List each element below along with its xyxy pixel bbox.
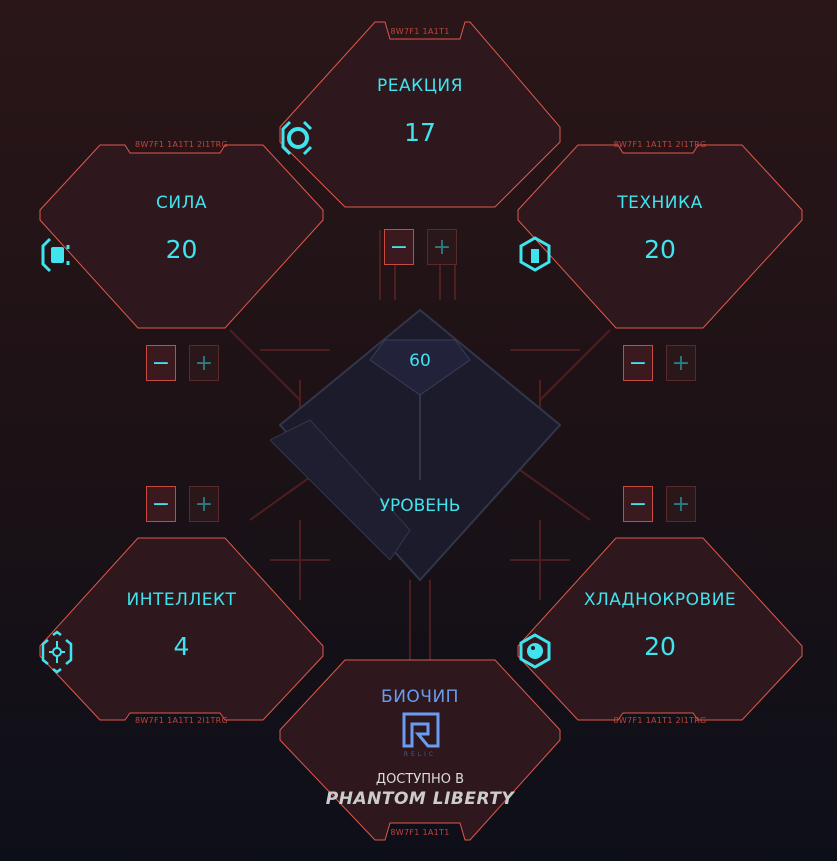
level-value: 60 <box>409 351 431 371</box>
tech-minus-button[interactable]: − <box>623 345 653 381</box>
attribute-value: 4 <box>173 632 190 661</box>
biochip-panel: 8W7F1 1A1T1 БИОЧИП RELIC ДОСТУПНО В PHAN… <box>279 659 561 841</box>
panel-tab-code: 8W7F1 1A1T1 2I1TRG <box>613 140 707 149</box>
attribute-body[interactable]: 8W7F1 1A1T1 2I1TRG СИЛА 20 <box>39 140 324 329</box>
biochip-title: БИОЧИП <box>381 687 459 707</box>
level-label: УРОВЕНЬ <box>379 496 461 516</box>
fist-icon <box>41 237 70 273</box>
relic-logo-text: RELIC <box>403 751 437 758</box>
aperture-icon <box>281 120 313 156</box>
attribute-value: 20 <box>644 632 676 661</box>
attribute-name: СИЛА <box>156 193 207 213</box>
attribute-cool[interactable]: 8W7F1 1A1T1 2I1TRG ХЛАДНОКРОВИЕ 20 <box>517 537 803 725</box>
relic-logo <box>402 712 440 748</box>
circuit-icon <box>41 630 73 674</box>
panel-tab-code: 8W7F1 1A1T1 2I1TRG <box>134 716 229 725</box>
panel-tab-code: 8W7F1 1A1T1 <box>390 27 450 36</box>
reflexes-minus-button[interactable]: − <box>384 229 414 265</box>
body-plus-button[interactable]: + <box>189 345 219 381</box>
panel-tab-code: 8W7F1 1A1T1 2I1TRG <box>134 140 229 149</box>
body-minus-button[interactable]: − <box>146 345 176 381</box>
attribute-value: 20 <box>644 235 676 264</box>
panel-tab-code: 8W7F1 1A1T1 2I1TRG <box>613 716 707 725</box>
phantom-liberty-link[interactable]: PHANTOM LIBERTY <box>325 789 515 809</box>
attribute-name: ИНТЕЛЛЕКТ <box>126 590 237 610</box>
intelligence-minus-button[interactable]: − <box>146 486 176 522</box>
attribute-name: ТЕХНИКА <box>617 193 703 213</box>
reflexes-plus-button[interactable]: + <box>427 229 457 265</box>
level-chip-graphic <box>269 308 562 582</box>
wrench-icon <box>519 236 551 272</box>
attribute-tech[interactable]: 8W7F1 1A1T1 2I1TRG ТЕХНИКА 20 <box>517 140 803 329</box>
attribute-name: ХЛАДНОКРОВИЕ <box>583 590 737 610</box>
attribute-name: РЕАКЦИЯ <box>377 76 463 96</box>
cool-minus-button[interactable]: − <box>623 486 653 522</box>
panel-tab-code: 8W7F1 1A1T1 <box>390 828 450 837</box>
available-in-label: ДОСТУПНО В <box>375 772 465 787</box>
level-display: 60 УРОВЕНЬ <box>269 300 570 594</box>
attribute-intelligence[interactable]: 8W7F1 1A1T1 2I1TRG ИНТЕЛЛЕКТ 4 <box>39 537 324 725</box>
attribute-value: 17 <box>404 118 436 147</box>
cool-plus-button[interactable]: + <box>666 486 696 522</box>
attribute-reflexes[interactable]: 8W7F1 1A1T1 РЕАКЦИЯ 17 <box>279 21 561 208</box>
attribute-value: 20 <box>165 235 198 264</box>
tech-plus-button[interactable]: + <box>666 345 696 381</box>
yin-yang-icon <box>519 633 551 669</box>
intelligence-plus-button[interactable]: + <box>189 486 219 522</box>
